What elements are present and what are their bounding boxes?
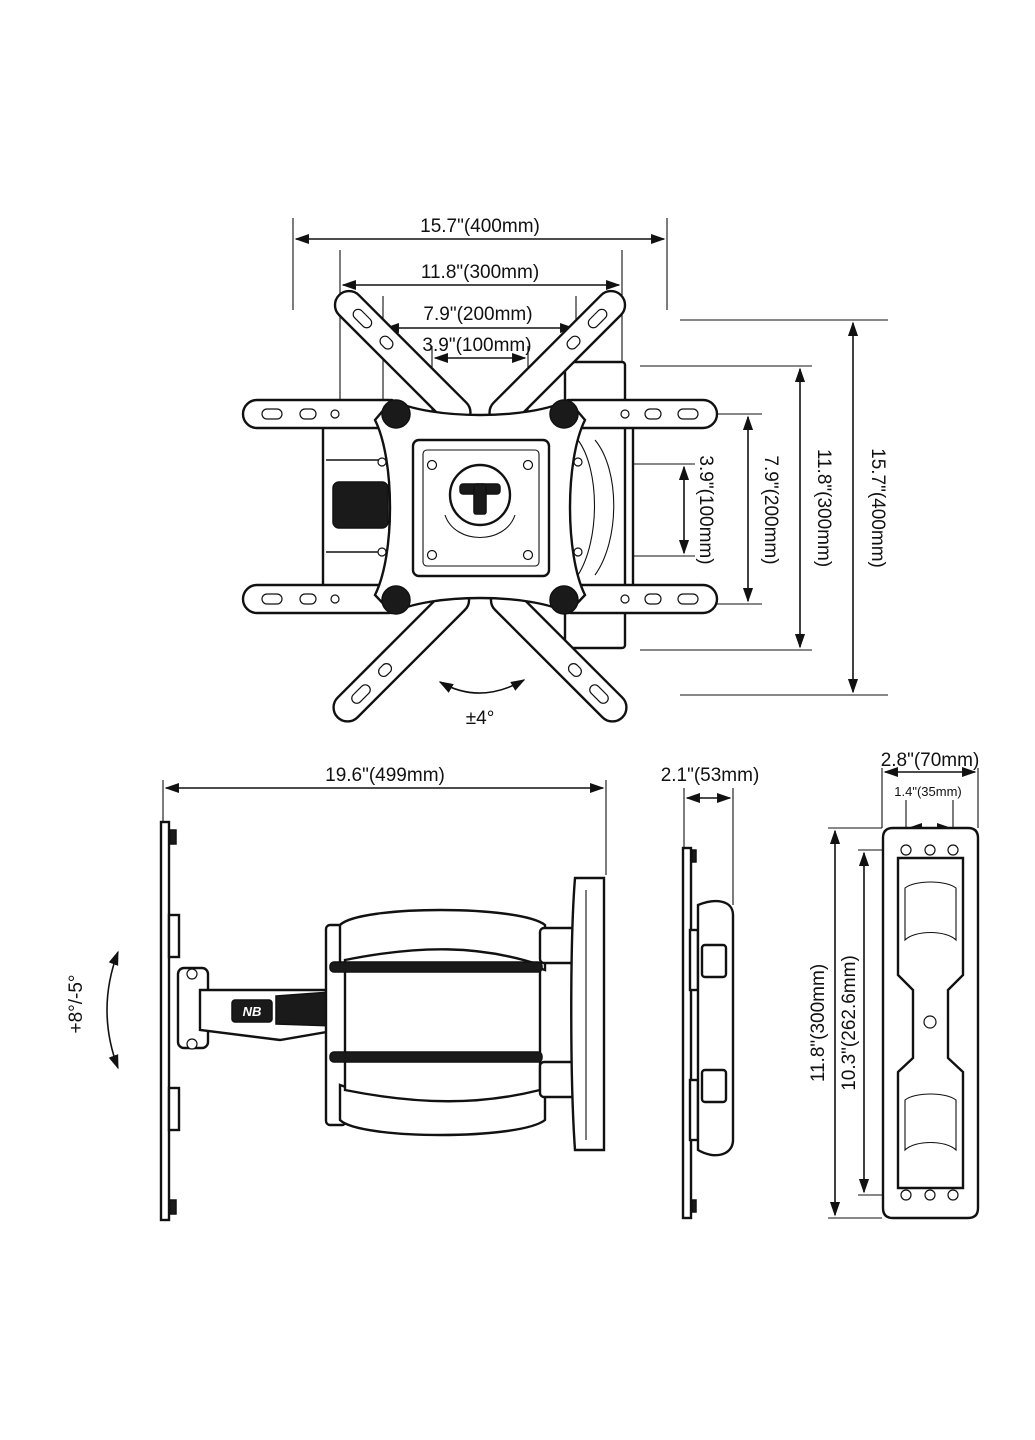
extension-label: 19.6"(499mm) (325, 765, 445, 786)
dim-400-horizontal: 15.7"(400mm) (420, 216, 540, 237)
dim-200-horizontal: 7.9"(200mm) (423, 304, 532, 325)
dim-400-vertical: 15.7"(400mm) (867, 448, 888, 568)
wall-plate-view: 2.8"(70mm) 1.4"(35mm) 11.8"(300mm) 10.3"… (808, 750, 980, 1220)
vesa-plate (373, 398, 587, 615)
horizontal-arms (241, 398, 719, 615)
profile-view: 2.1"(53mm) (661, 765, 760, 1220)
hole-spacing-label: 1.4"(35mm) (894, 784, 961, 799)
rotation-label: ±4° (466, 708, 495, 729)
brand-logo: NB (243, 1004, 262, 1019)
dim-300-vertical: 11.8"(300mm) (813, 449, 834, 567)
diagonal-arms (332, 289, 628, 723)
plate-width-label: 2.8"(70mm) (881, 750, 980, 771)
dim-100-vertical: 3.9"(100mm) (695, 455, 716, 564)
plate-height-label: 11.8"(300mm) (808, 964, 829, 1082)
side-view: 19.6"(499mm) NB +8°/-5° (66, 765, 607, 1222)
dim-300-horizontal: 11.8"(300mm) (421, 262, 539, 283)
hole-height-label: 10.3"(262.6mm) (839, 955, 860, 1091)
depth-label: 2.1"(53mm) (661, 765, 760, 786)
rotation-indicator: ±4° (438, 679, 526, 729)
tilt-label: +8°/-5° (66, 974, 87, 1033)
front-view: 15.7"(400mm) 11.8"(300mm) 7.9"(200mm) 3.… (241, 216, 888, 729)
dim-200-vertical: 7.9"(200mm) (760, 455, 781, 564)
vertical-dimensions: 3.9"(100mm) 7.9"(200mm) 11.8"(300mm) 15.… (620, 319, 888, 696)
dim-100-horizontal: 3.9"(100mm) (422, 335, 531, 356)
